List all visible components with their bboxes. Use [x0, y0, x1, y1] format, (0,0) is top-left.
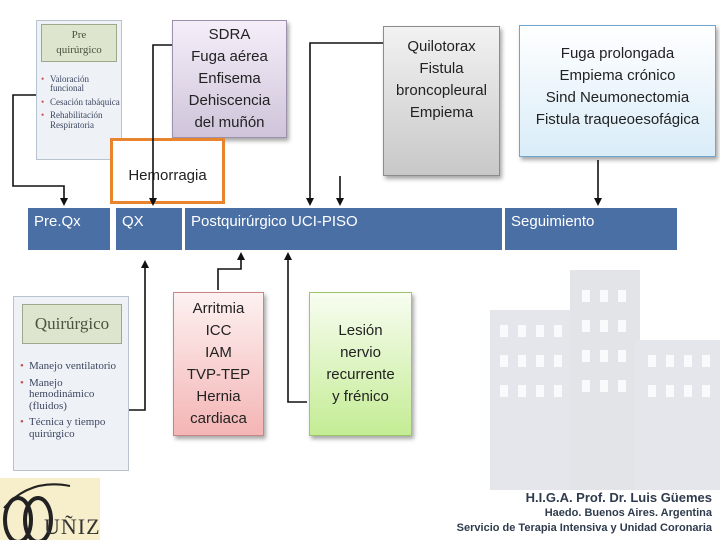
- sdra-line: SDRA: [208, 26, 251, 43]
- arrow-lesion-to-postqx: [284, 252, 307, 403]
- quilotorax-line: Quilotorax: [407, 38, 476, 55]
- list-item: Rehabilitación Respiratoria: [41, 111, 121, 130]
- arrow-pre-to-preqx: [12, 94, 68, 206]
- pre-quirurgico-thumbnail: Pre quirúrgico Valoración funcional Cesa…: [36, 20, 122, 160]
- arrow-qx-thumb-to-qx: [129, 260, 149, 411]
- fuga-line: Empiema crónico: [559, 67, 676, 84]
- quirurgico-title: Quirúrgico: [22, 304, 122, 344]
- list-item: Manejo hemodinámico (fluidos): [20, 377, 128, 413]
- stage-seguimiento: Seguimiento: [505, 208, 677, 250]
- quilotorax-line: Empiema: [409, 104, 474, 121]
- footer-logo: UÑIZ: [0, 478, 100, 540]
- pre-quirurgico-title: Pre quirúrgico: [41, 24, 117, 62]
- arritmia-line: IAM: [205, 344, 232, 361]
- arrow-quilotorax-to-postqx: [306, 42, 383, 206]
- list-item: Manejo ventilatorio: [20, 360, 128, 373]
- list-item: Valoración funcional: [41, 74, 121, 94]
- list-item: Técnica y tiempo quirúrgico: [20, 416, 128, 440]
- sdra-line: Enfisema: [198, 70, 261, 87]
- footer-location: Haedo. Buenos Aires. Argentina: [544, 507, 712, 519]
- complication-box-lesion: Lesión nervio recurrente y frénico: [309, 292, 412, 436]
- logo-emblem-icon: [3, 483, 71, 540]
- stage-qx: QX: [116, 208, 182, 250]
- hemorragia-label: Hemorragia: [128, 167, 207, 184]
- lesion-line: recurrente: [326, 366, 395, 383]
- quilotorax-line: Fistula: [419, 60, 464, 77]
- sdra-line: Dehiscencia: [188, 92, 271, 109]
- stage-postqx: Postquirúrgico UCI-PISO: [185, 208, 502, 250]
- quirurgico-thumbnail: Quirúrgico Manejo ventilatorio Manejo he…: [13, 296, 129, 471]
- footer-service: Servicio de Terapia Intensiva y Unidad C…: [456, 522, 712, 534]
- arrow-sdra-to-qx: [149, 44, 172, 206]
- complication-box-arritmia: Arritmia ICC IAM TVP-TEP Hernia cardiaca: [173, 292, 264, 436]
- pre-title-line-2: quirúrgico: [56, 44, 102, 56]
- hospital-building-watermark: [490, 270, 720, 490]
- pre-title-line-1: Pre: [71, 29, 87, 41]
- sdra-line: Fuga aérea: [191, 48, 268, 65]
- fuga-line: Sind Neumonectomia: [545, 89, 690, 106]
- logo-text: UÑIZ: [44, 514, 100, 539]
- lesion-line: Lesión: [338, 322, 383, 339]
- fuga-line: Fistula traqueoesofágica: [535, 111, 700, 128]
- complication-box-fuga: Fuga prolongada Empiema crónico Sind Neu…: [519, 25, 716, 157]
- fuga-line: Fuga prolongada: [560, 45, 675, 62]
- arritmia-line: cardiaca: [190, 410, 247, 427]
- lesion-line: nervio: [340, 344, 381, 361]
- quilotorax-line: broncopleural: [396, 82, 487, 99]
- pre-quirurgico-list: Valoración funcional Cesación tabáquica …: [41, 74, 121, 130]
- stage-qx-label: QX: [122, 213, 144, 230]
- arritmia-line: Hernia: [196, 388, 241, 405]
- footer-hospital-name: H.I.G.A. Prof. Dr. Luis Güemes: [525, 490, 712, 505]
- lesion-line: y frénico: [332, 388, 389, 405]
- stage-preqx: Pre.Qx: [28, 208, 110, 250]
- sdra-line: del muñón: [194, 114, 265, 131]
- stage-postqx-label: Postquirúrgico UCI-PISO: [191, 213, 358, 230]
- arritmia-line: ICC: [205, 322, 232, 339]
- arritmia-line: Arritmia: [192, 300, 245, 317]
- arritmia-line: TVP-TEP: [186, 366, 251, 383]
- stage-seguimiento-label: Seguimiento: [511, 213, 595, 230]
- stage-preqx-label: Pre.Qx: [34, 213, 81, 230]
- complication-box-hemorragia: Hemorragia: [110, 138, 225, 204]
- arrow-arritmia-to-postqx: [217, 252, 245, 290]
- complication-box-sdra: SDRA Fuga aérea Enfisema Dehiscencia del…: [172, 20, 287, 138]
- list-item: Cesación tabáquica: [41, 97, 121, 108]
- complication-box-quilotorax: Quilotorax Fistula broncopleural Empiema: [383, 26, 500, 176]
- quirurgico-list: Manejo ventilatorio Manejo hemodinámico …: [20, 360, 128, 440]
